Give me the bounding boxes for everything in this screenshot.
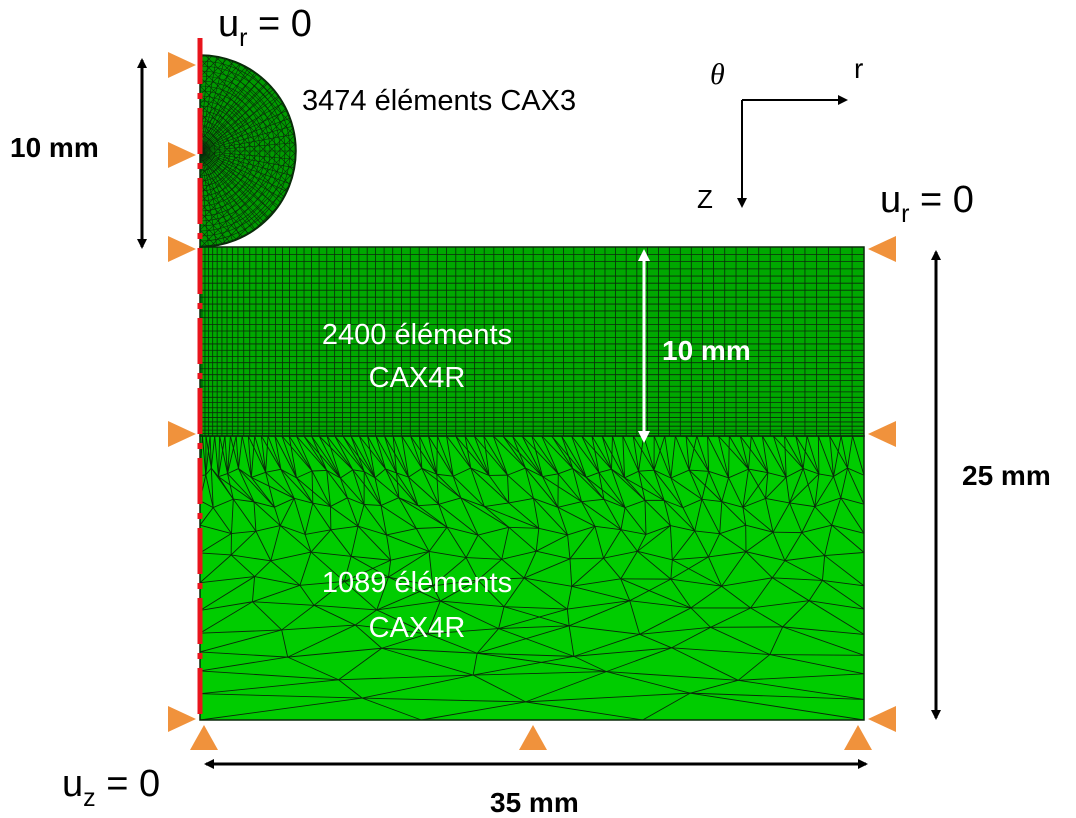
roller-marker bbox=[168, 52, 196, 78]
coordinate-axes: θ r Z bbox=[697, 53, 863, 214]
total-height-dim-label: 25 mm bbox=[962, 460, 1051, 491]
bc-label-uz: uz = 0 bbox=[62, 763, 160, 812]
lower-triangular-mesh-region bbox=[199, 435, 865, 721]
roller-marker bbox=[168, 142, 196, 168]
hemisphere-dim-label: 10 mm bbox=[10, 132, 99, 163]
roller-marker bbox=[868, 706, 896, 732]
roller-marker bbox=[168, 421, 196, 447]
bc-label-ur-right: ur = 0 bbox=[880, 179, 974, 228]
roller-marker bbox=[868, 236, 896, 262]
r-axis-label: r bbox=[854, 53, 863, 84]
bc-label-ur-top: ur = 0 bbox=[218, 3, 312, 52]
roller-marker bbox=[844, 725, 872, 750]
upper-quad-mesh-region bbox=[199, 246, 865, 437]
upper-element-count: 2400 éléments bbox=[322, 319, 512, 351]
roller-marker bbox=[519, 725, 547, 750]
lower-element-count: 1089 éléments bbox=[322, 567, 512, 599]
width-dim-label: 35 mm bbox=[490, 787, 579, 818]
roller-marker bbox=[868, 421, 896, 447]
z-axis-label: Z bbox=[697, 184, 713, 214]
hemisphere-element-label: 3474 éléments CAX3 bbox=[302, 85, 576, 117]
lower-element-type: CAX4R bbox=[369, 612, 466, 644]
theta-label: θ bbox=[710, 58, 725, 91]
dimension-arrows bbox=[137, 58, 941, 769]
upper-dim-label: 10 mm bbox=[662, 335, 751, 366]
boundary-condition-markers bbox=[168, 52, 896, 750]
roller-marker bbox=[190, 725, 218, 750]
roller-marker bbox=[168, 236, 196, 262]
roller-marker bbox=[168, 706, 196, 732]
upper-element-type: CAX4R bbox=[369, 362, 466, 394]
